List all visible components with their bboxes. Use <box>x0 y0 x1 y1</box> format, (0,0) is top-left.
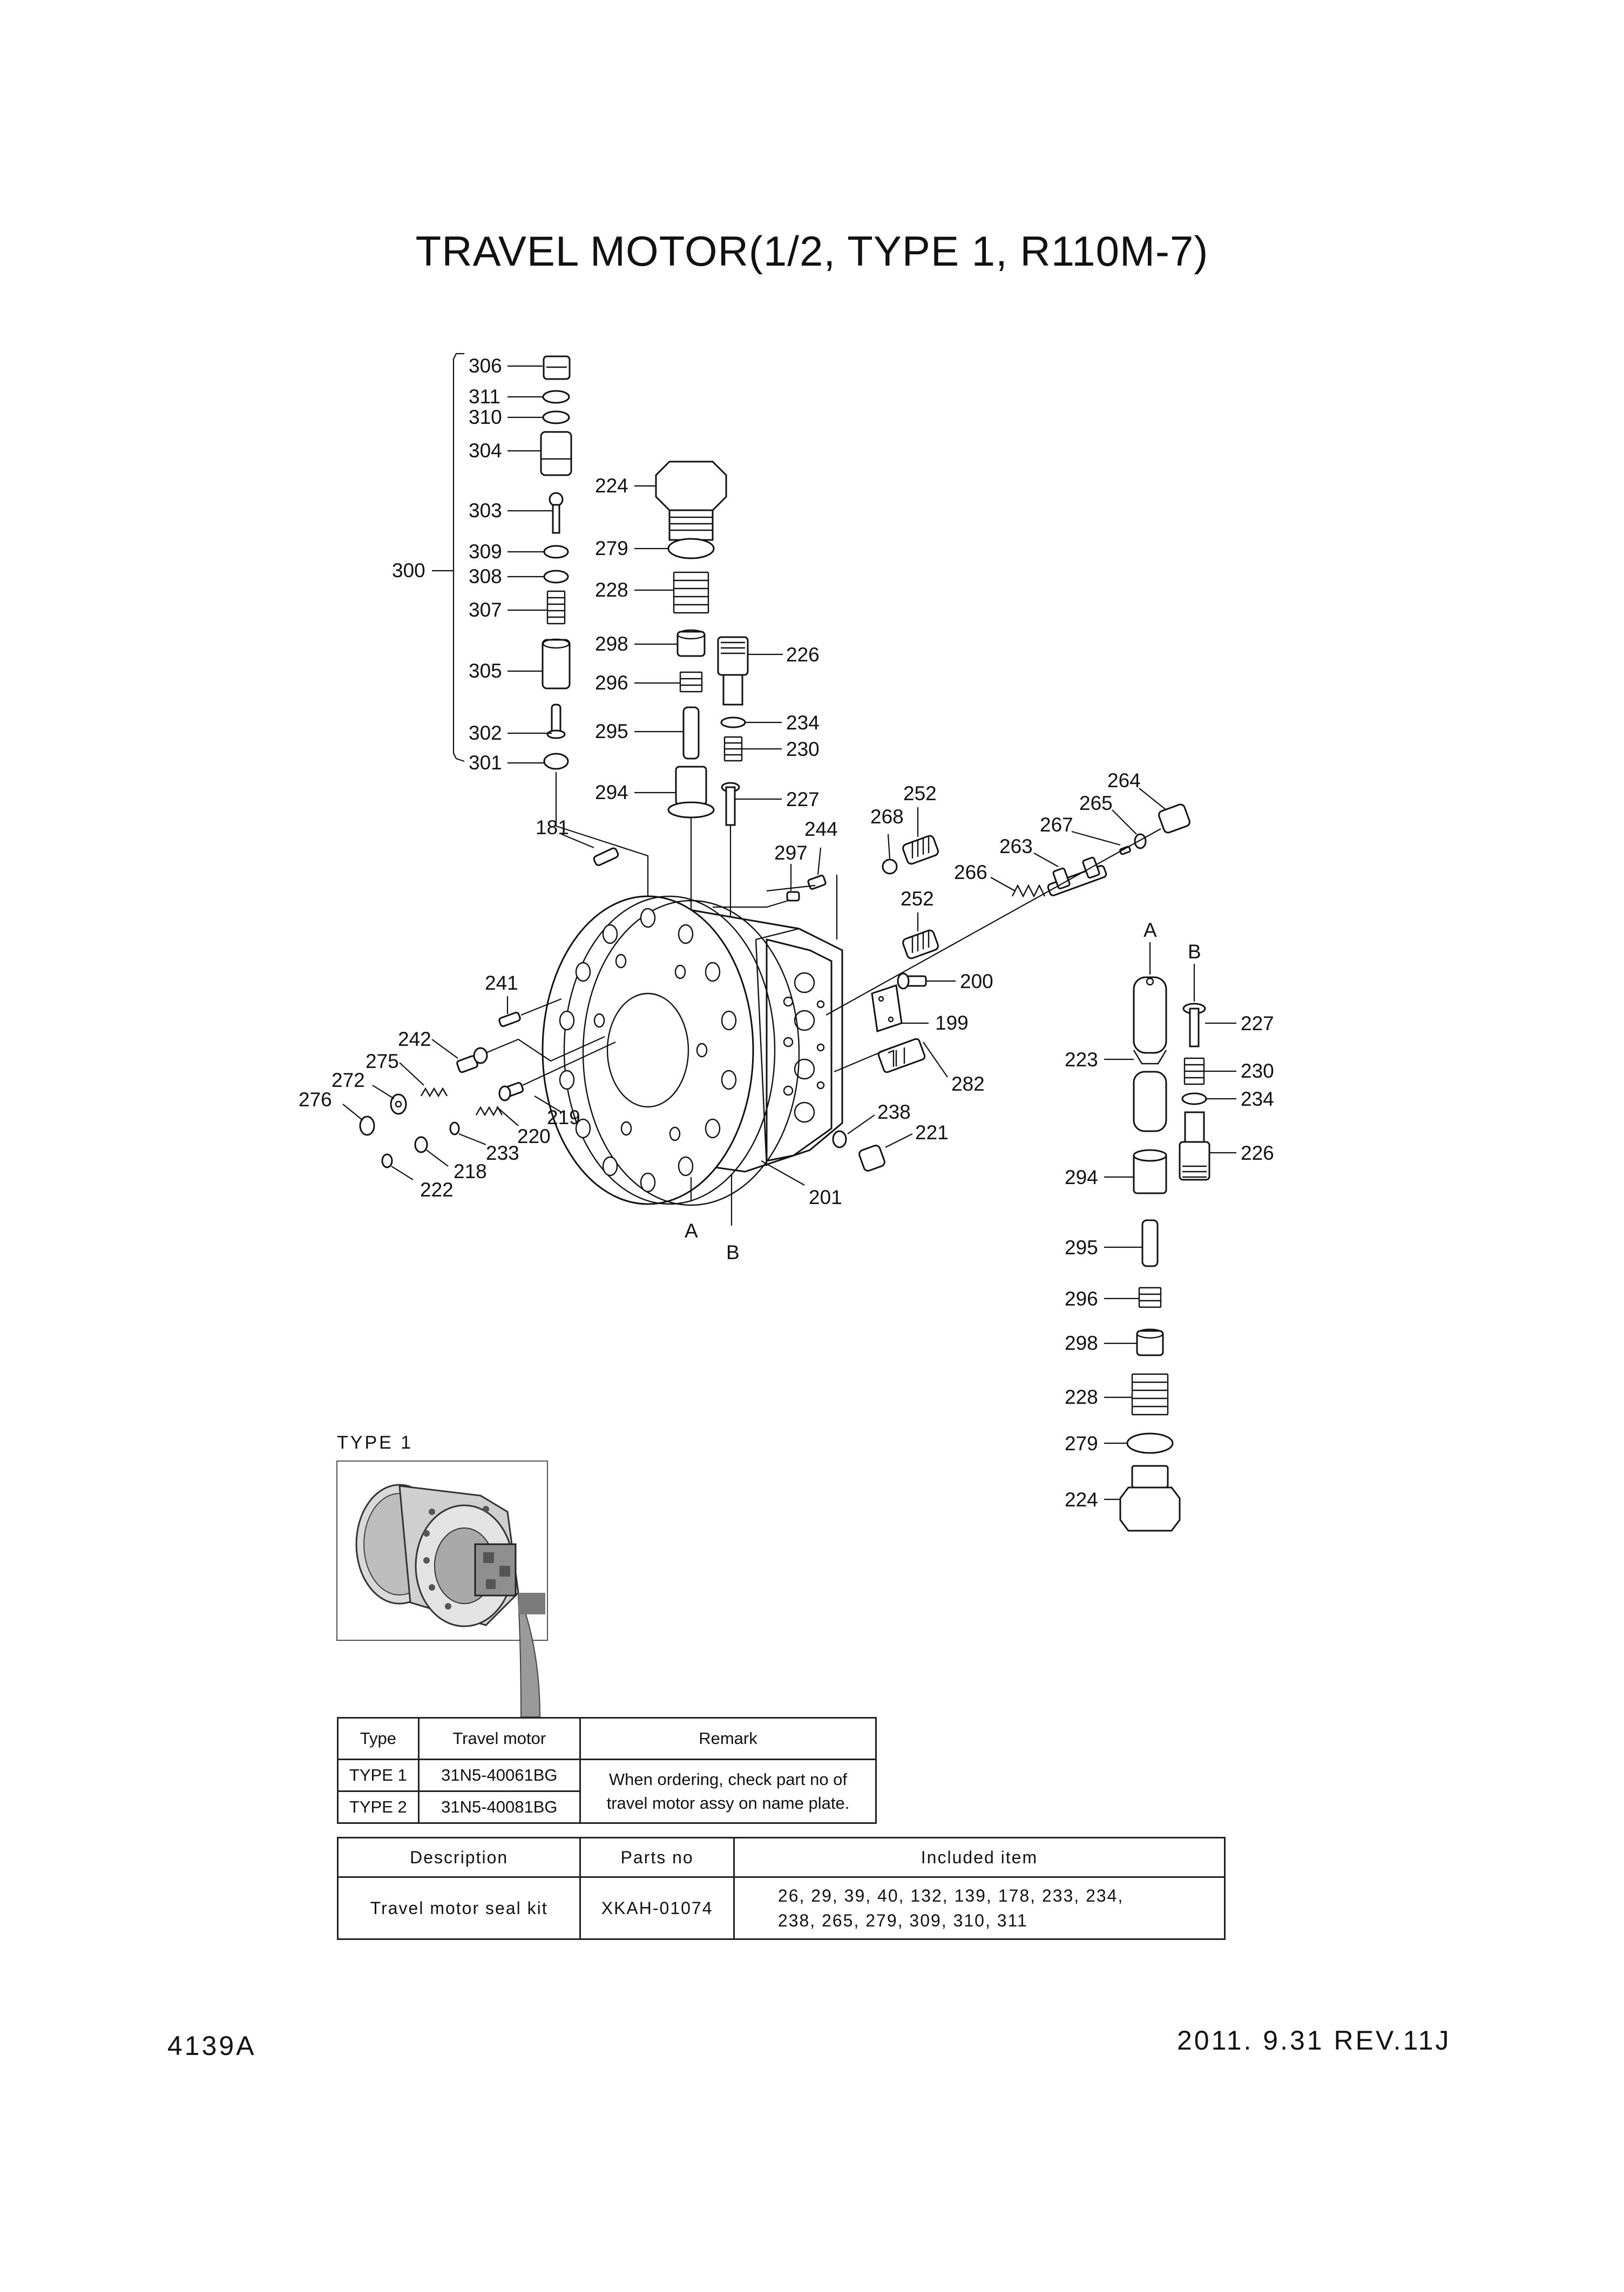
callout-295: 295 <box>595 720 628 742</box>
revision-date: 2011. 9.31 REV.11J <box>1177 2025 1451 2056</box>
callout-308: 308 <box>469 565 502 587</box>
page-code: 4139A <box>167 2031 256 2061</box>
callout-307: 307 <box>469 599 502 621</box>
callout-238: 238 <box>877 1101 911 1123</box>
housing-side-parts <box>342 788 1190 1180</box>
kit-header-parts-no: Parts no <box>579 1837 735 1878</box>
callout-265: 265 <box>1079 792 1113 814</box>
callout-221: 221 <box>915 1121 949 1144</box>
callout-181: 181 <box>536 816 569 839</box>
callout-230-b: 230 <box>1241 1060 1274 1082</box>
callout-311: 311 <box>469 386 500 408</box>
included-line-1: 26, 29, 39, 40, 132, 139, 178, 233, 234, <box>777 1886 1124 1905</box>
callout-282: 282 <box>951 1073 985 1095</box>
callout-242: 242 <box>398 1028 431 1050</box>
callout-201: 201 <box>809 1186 842 1208</box>
callout-276: 276 <box>299 1088 332 1111</box>
section-letter-b-lower: B <box>726 1241 740 1263</box>
type-1-caption: TYPE 1 <box>337 1432 414 1453</box>
kit-parts-no: XKAH-01074 <box>579 1876 735 1940</box>
callout-228-b: 228 <box>1065 1386 1098 1408</box>
included-line-2: 238, 265, 279, 309, 310, 311 <box>777 1911 1028 1930</box>
callout-226: 226 <box>786 644 820 666</box>
section-letter-b-detail: B <box>1188 941 1201 963</box>
kit-header-description: Description <box>336 1837 581 1878</box>
type-table-type-2: TYPE 2 <box>337 1791 419 1824</box>
callout-309: 309 <box>469 540 502 563</box>
type-table: Type Travel motor Remark TYPE 1 31N5-400… <box>337 1717 877 1824</box>
seal-kit-table: Description Parts no Included item Trave… <box>336 1837 1226 1940</box>
callout-295-b: 295 <box>1065 1236 1098 1259</box>
type-table-motor-1: 31N5-40061BG <box>417 1759 581 1792</box>
callout-227: 227 <box>786 788 820 810</box>
section-letter-a-lower: A <box>685 1220 698 1242</box>
detail-a-b-parts <box>1104 942 1236 1532</box>
section-letter-a-detail: A <box>1143 919 1157 941</box>
remark-line-2: travel motor assy on name plate. <box>606 1793 850 1813</box>
callout-298-b: 298 <box>1065 1332 1098 1354</box>
type-1-thumbnail <box>336 1461 548 1718</box>
callout-268: 268 <box>870 806 904 828</box>
callout-218: 218 <box>454 1160 487 1182</box>
callout-224: 224 <box>595 475 628 497</box>
callout-234: 234 <box>786 712 820 734</box>
callout-303: 303 <box>469 499 502 522</box>
type-table-header-motor: Travel motor <box>417 1717 581 1760</box>
motor-housing-201 <box>542 895 843 1226</box>
callout-226-b: 226 <box>1241 1142 1274 1164</box>
callout-219: 219 <box>547 1106 580 1128</box>
callout-275: 275 <box>366 1050 399 1072</box>
kit-included-items: 26, 29, 39, 40, 132, 139, 178, 233, 234,… <box>733 1876 1226 1940</box>
callout-267: 267 <box>1040 814 1073 836</box>
page-title: TRAVEL MOTOR(1/2, TYPE 1, R110M-7) <box>415 227 1209 275</box>
kit-description: Travel motor seal kit <box>336 1876 581 1940</box>
type-table-header-remark: Remark <box>579 1717 877 1760</box>
callout-298: 298 <box>595 633 628 655</box>
callout-306: 306 <box>469 355 502 377</box>
callout-220: 220 <box>517 1125 551 1147</box>
callout-301: 301 <box>469 752 502 774</box>
valve-assembly-300 <box>432 353 649 907</box>
callout-222: 222 <box>420 1179 454 1201</box>
callout-228: 228 <box>595 579 628 601</box>
callout-266: 266 <box>954 861 987 883</box>
callout-227-b: 227 <box>1241 1012 1274 1035</box>
callout-252-upper: 252 <box>903 782 937 804</box>
callout-302: 302 <box>469 722 502 744</box>
type-table-type-1: TYPE 1 <box>337 1759 419 1792</box>
callout-223: 223 <box>1065 1049 1098 1071</box>
callout-200: 200 <box>960 970 993 992</box>
callout-244: 244 <box>804 818 838 840</box>
callout-297: 297 <box>774 842 808 864</box>
callout-234-b: 234 <box>1241 1088 1274 1110</box>
center-relief-valve-parts <box>634 461 783 918</box>
callout-199: 199 <box>935 1012 969 1034</box>
type-table-motor-2: 31N5-40081BG <box>417 1791 581 1824</box>
callout-230: 230 <box>786 738 820 760</box>
remark-line-1: When ordering, check part no of <box>608 1769 848 1789</box>
callout-233: 233 <box>486 1142 519 1164</box>
callout-310: 310 <box>469 406 502 428</box>
callout-294: 294 <box>595 781 628 803</box>
callout-241: 241 <box>485 972 518 994</box>
callout-263: 263 <box>999 835 1033 857</box>
callout-294-b: 294 <box>1065 1166 1098 1188</box>
callout-224-b: 224 <box>1065 1489 1098 1511</box>
callout-252-lower: 252 <box>901 888 934 910</box>
callout-305: 305 <box>469 660 502 682</box>
callout-279-b: 279 <box>1065 1432 1098 1455</box>
callout-296: 296 <box>595 672 628 694</box>
callout-296-b: 296 <box>1065 1288 1098 1310</box>
type-table-header-type: Type <box>337 1717 419 1760</box>
type-table-remark: When ordering, check part no of travel m… <box>579 1759 877 1824</box>
callout-304: 304 <box>469 440 502 462</box>
callout-264: 264 <box>1107 769 1141 792</box>
callout-labels: 306 311 310 304 303 309 308 307 305 302 … <box>299 355 1274 1511</box>
callout-300: 300 <box>392 559 425 582</box>
callout-279: 279 <box>595 537 628 559</box>
callout-272: 272 <box>331 1069 365 1091</box>
kit-header-included-item: Included item <box>733 1837 1226 1878</box>
